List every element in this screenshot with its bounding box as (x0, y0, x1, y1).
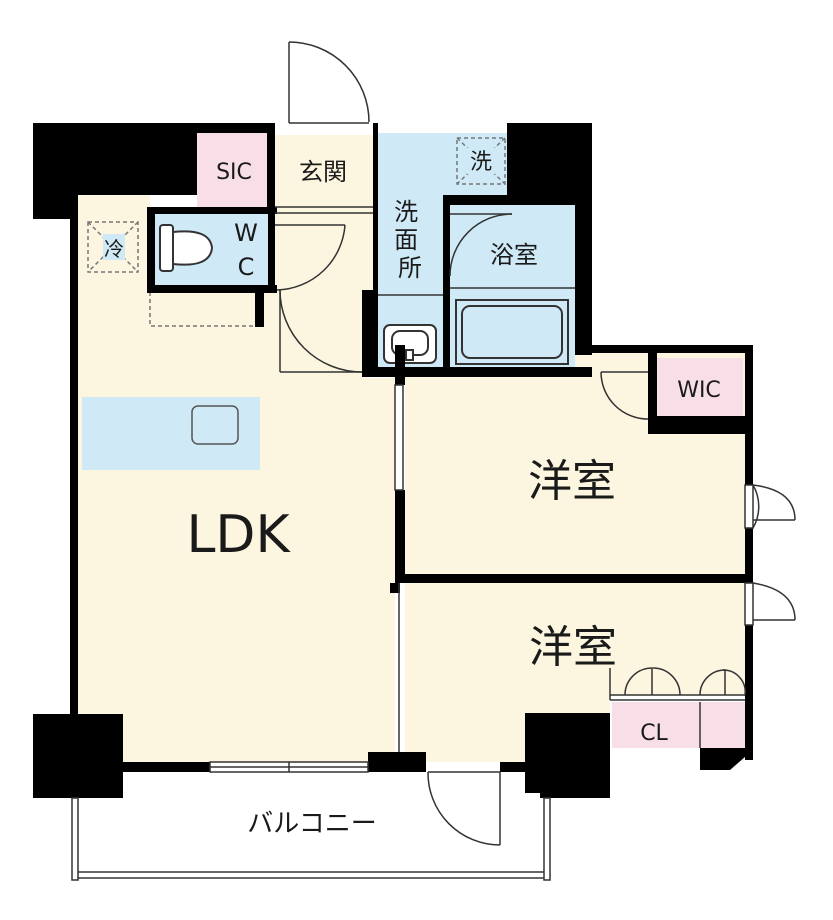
western-room-2-floor (405, 583, 745, 762)
washbasin-icon (383, 324, 437, 364)
entrance-label: 玄関 (299, 158, 347, 186)
washroom-label: 洗 面 所 (394, 198, 426, 282)
wic-floor (655, 358, 743, 416)
walls (33, 123, 753, 798)
wc-w-label: W (234, 219, 258, 247)
kitchen-sink (191, 405, 239, 445)
entrance-floor (275, 135, 373, 207)
sic-label: SIC (216, 160, 252, 185)
labels: LDK 洋室 洋室 バルコニー 浴室 玄関 SIC WIC CL W C 冷 洗… (104, 150, 721, 839)
washer-label: 洗 (470, 150, 492, 175)
sic-floor (197, 133, 270, 207)
ldk-label: LDK (186, 505, 291, 565)
balcony-label: バルコニー (247, 809, 376, 839)
western-room-2-label: 洋室 (529, 622, 617, 673)
cl-floor (612, 702, 746, 748)
ldk-floor (78, 192, 395, 762)
bathroom-label: 浴室 (490, 241, 538, 269)
cl-label: CL (640, 721, 668, 746)
toilet-icon (159, 224, 214, 272)
washer-space (456, 137, 506, 185)
hall-floor (275, 207, 373, 290)
doors-windows (71, 41, 796, 881)
western-room-1-label: 洋室 (528, 456, 616, 507)
bathtub-icon (455, 299, 569, 365)
wc-c-label: C (238, 253, 255, 281)
wic-label: WIC (677, 378, 721, 403)
fridge-label: 冷 (104, 237, 124, 261)
floor-fills (78, 133, 746, 762)
